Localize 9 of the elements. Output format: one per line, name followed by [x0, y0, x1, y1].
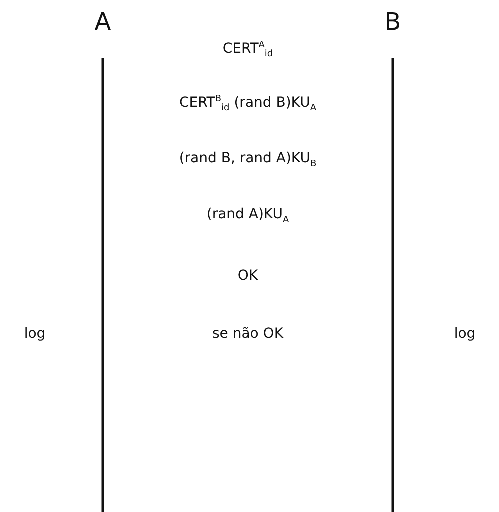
participant-label: A [94, 8, 112, 36]
message-label: (rand B, rand A)KU$_{B}$ [179, 150, 317, 170]
log-note: log [24, 326, 46, 342]
message-label: OK [238, 268, 258, 284]
message-label: se não OK [212, 326, 284, 342]
participant-label: B [384, 8, 402, 36]
message-label: CERT$^{B}$$_{id}$ (rand B)KU$_{A}$ [179, 94, 317, 114]
message-label: (rand A)KU$_{A}$ [206, 206, 290, 226]
log-note: log [454, 326, 476, 342]
